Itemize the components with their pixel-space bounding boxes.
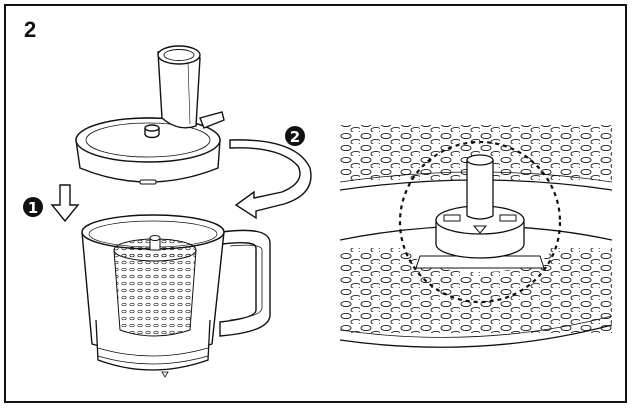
- svg-text:1: 1: [28, 199, 38, 217]
- triangle-marker-icon: [472, 225, 488, 234]
- svg-text:2: 2: [290, 128, 300, 146]
- callout-2: 2: [285, 126, 305, 146]
- step-number: 2: [24, 17, 37, 42]
- callout-1: 1: [23, 197, 43, 217]
- bowl: [81, 214, 271, 378]
- rotate-arrow-icon: [229, 139, 312, 220]
- detail-view: [340, 125, 612, 348]
- magnifier-circle-icon: [398, 140, 562, 304]
- arrow-down-icon: [50, 184, 80, 223]
- lid: [75, 45, 225, 185]
